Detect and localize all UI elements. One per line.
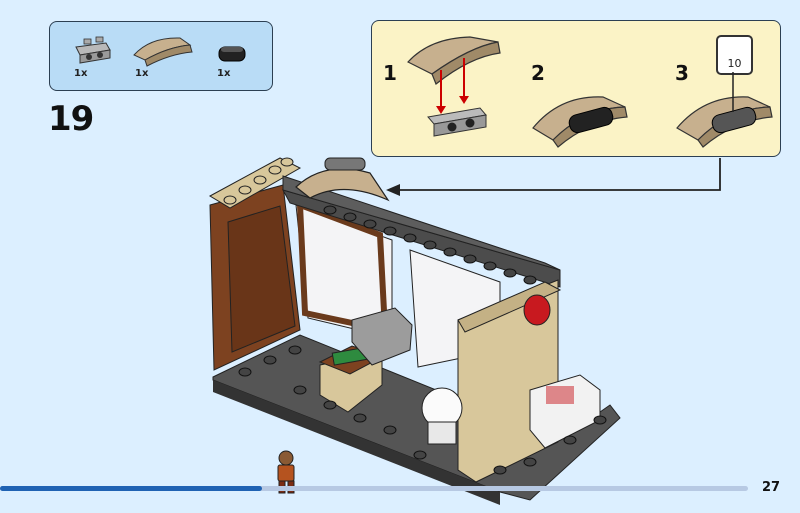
step-number: 19 [48,99,94,139]
substep-number-1: 1 [383,61,397,85]
progress-bar-fill [0,486,262,491]
progress-bar [0,486,748,491]
sticker-sheet-badge: 10 [716,35,753,75]
part-count-1: 1x [74,68,88,79]
substep-1-illustration [407,36,501,137]
part-count-2: 1x [135,68,149,79]
substep-number-2: 2 [531,61,545,85]
substep-3-illustration [676,72,773,148]
grey-bracket-part-icon [75,36,111,64]
part-count-3: 1x [217,68,231,79]
substep-2-illustration [532,96,628,148]
black-tile-part-icon [218,46,246,62]
substep-number-3: 3 [675,61,689,85]
sticker-sheet-number: 10 [727,57,742,70]
main-model-illustration [208,157,621,505]
tan-curved-slope-part-icon [133,37,193,67]
page-number: 27 [762,480,781,495]
callout-arrow-icon [386,158,721,196]
